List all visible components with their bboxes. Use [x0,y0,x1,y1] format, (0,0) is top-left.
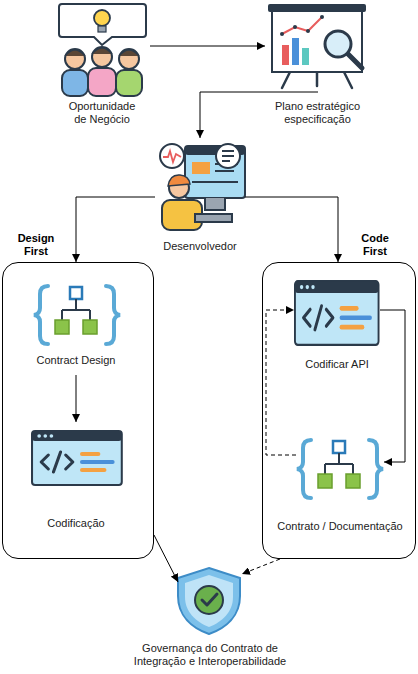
process-step: Codificar API [294,278,380,348]
dashed-arrow [266,310,296,455]
node-label: Contrato / Documentação [260,520,418,533]
plan-node: Plano estratégico especificação [265,2,370,92]
idea-node: Oportunidade de Negócio [55,2,150,127]
node-label: Codificar API [287,358,387,371]
developer-node: Desenvolvedor [155,138,245,233]
contract-braces-icon [297,440,383,498]
node-label: Plano estratégico especificação [270,100,365,126]
governance-shield-icon [178,568,240,634]
contract-braces-icon [34,286,120,344]
group-heading: Code First [355,232,395,258]
node-label: Desenvolvedor [145,240,255,253]
approach-group: Code FirstCodificar APIContrato / Docume… [262,262,416,559]
group-heading: Design First [15,232,57,258]
flow-arrow [150,46,265,47]
developer-icon [160,144,245,230]
flow-arrow [245,197,338,262]
node-label: Governança do Contrato de Integração e I… [110,642,310,668]
people-idea-icon [59,4,146,96]
flow-arrow [154,535,178,582]
node-label: Codificação [22,517,130,530]
process-step: Contract Design [22,278,130,375]
governance-node: Governança do Contrato de Integração e I… [178,568,242,632]
approach-group: Design FirstContract DesignCodificação [2,262,154,559]
process-step: Contrato / Documentação [296,434,384,504]
flow-arrow [76,375,77,422]
node-label: Contract Design [22,354,130,367]
node-label: Oportunidade de Negócio [62,100,142,126]
code-window-icon [295,281,379,345]
process-step: Codificação [22,422,130,534]
flow-arrow [76,197,155,262]
strategy-board-icon [268,4,366,88]
dashed-arrow [242,559,280,574]
code-window-icon [32,431,122,485]
flow-arrow [380,310,405,462]
